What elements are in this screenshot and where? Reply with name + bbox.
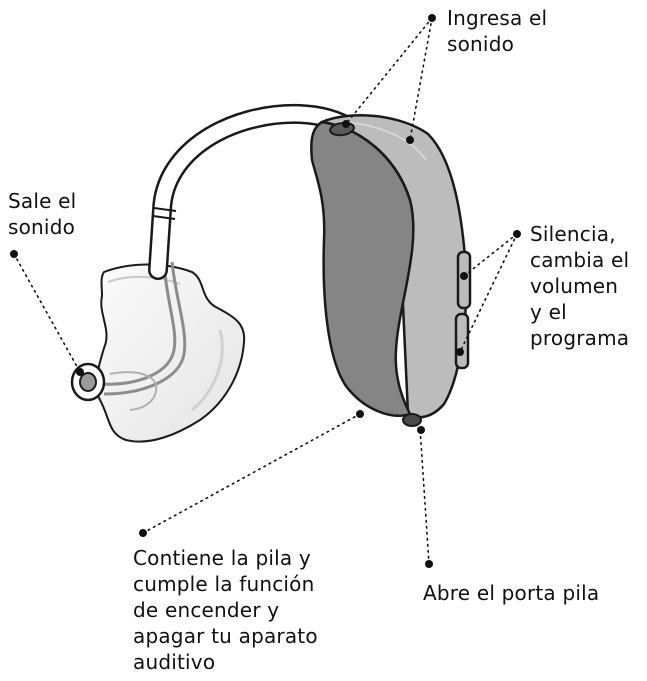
- dot-battery-power-body: [356, 410, 364, 418]
- label-sound-in-line: sonido: [447, 32, 515, 56]
- dot-battery-door-tab: [417, 426, 425, 434]
- dot-sound-in-body: [406, 136, 414, 144]
- label-battery-power-line: Contiene la pila y: [133, 546, 311, 570]
- label-mute-volume-line: cambia el: [530, 248, 630, 272]
- label-battery-power-line: auditivo: [133, 650, 216, 674]
- label-battery-power: Contiene la pila y cumple la función de …: [133, 545, 318, 675]
- leader-sound-in-1: [345, 17, 433, 125]
- inner-tube: [99, 261, 187, 411]
- label-battery-power-line: de encender y: [133, 598, 280, 622]
- leader-mute-1: [463, 233, 518, 277]
- dot-mute-label: [513, 230, 521, 238]
- leader-sound-in-2: [409, 17, 433, 141]
- label-battery-door: Abre el porta pila: [423, 580, 599, 606]
- dot-mute-btn2: [456, 348, 464, 356]
- leader-dots: [10, 14, 521, 568]
- label-mute-volume-line: Silencia,: [530, 222, 616, 246]
- dot-sound-out-label: [10, 250, 18, 258]
- label-battery-power-line: cumple la función: [133, 572, 315, 596]
- sound-outlet: [70, 362, 106, 402]
- label-mute-volume-line: programa: [530, 326, 630, 350]
- label-sound-in-line: Ingresa el: [447, 6, 548, 30]
- dot-mute-btn1: [460, 272, 468, 280]
- label-battery-power-line: apagar tu aparato: [133, 624, 318, 648]
- leader-lines: [13, 17, 518, 565]
- label-sound-in: Ingresa el sonido: [447, 5, 547, 57]
- ear-mold: [95, 263, 246, 443]
- label-sound-out-line: sonido: [8, 215, 76, 239]
- dot-battery-door-label: [425, 560, 433, 568]
- leader-sound-out: [13, 253, 81, 373]
- leader-battery-door: [419, 427, 430, 565]
- hearing-aid-body: [310, 114, 468, 419]
- leader-mute-2: [459, 233, 518, 353]
- label-mute-volume-line: y el: [530, 300, 567, 324]
- dot-sound-in-label: [428, 14, 436, 22]
- label-sound-out-line: Sale el: [8, 189, 77, 213]
- label-sound-out: Sale el sonido: [8, 188, 76, 240]
- leader-battery-power: [142, 413, 361, 534]
- label-battery-door-line: Abre el porta pila: [423, 581, 600, 605]
- label-mute-volume: Silencia, cambia el volumen y el program…: [530, 221, 629, 351]
- dot-sound-out-tip: [76, 368, 84, 376]
- dot-sound-in-mic: [342, 120, 350, 128]
- dot-battery-power-label: [139, 529, 147, 537]
- battery-door: [402, 413, 422, 427]
- label-mute-volume-line: volumen: [530, 274, 619, 298]
